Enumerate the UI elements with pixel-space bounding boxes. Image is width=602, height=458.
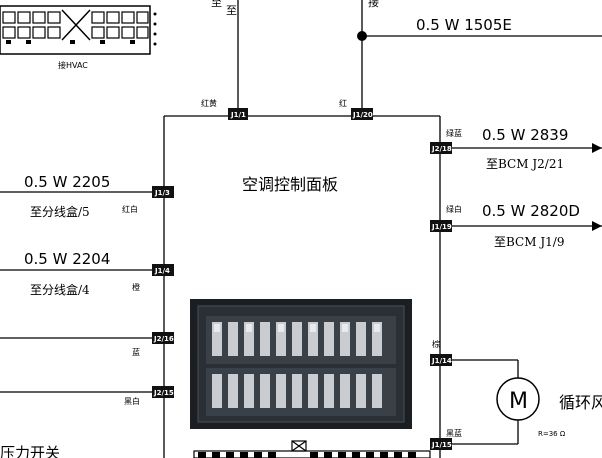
- svg-text:J1/20: J1/20: [352, 111, 373, 119]
- wire-color-j1-3: 红白: [122, 204, 138, 214]
- left-wire-dest-2: 至分线盒/4: [30, 282, 90, 297]
- pin-j2-16: J2/16: [152, 332, 174, 344]
- arrow-heads: [592, 143, 602, 231]
- motor-resistance: R=36 Ω: [538, 430, 566, 438]
- svg-text:J1/1: J1/1: [230, 111, 246, 119]
- left-wire-spec-2: 0.5 W 2204: [24, 250, 110, 268]
- top-wire-spec: 0.5 W 1505E: [416, 16, 512, 34]
- top-partial-label-3: 接: [368, 0, 379, 9]
- wire-color-j2-15: 黑白: [124, 396, 140, 406]
- svg-text:J2/16: J2/16: [153, 335, 174, 343]
- hvac-label: 接HVAC: [58, 60, 88, 70]
- top-partial-label-1: 至: [211, 0, 222, 9]
- svg-text:J1/3: J1/3: [154, 189, 170, 197]
- svg-text:M: M: [509, 389, 528, 414]
- wire-color-j1-19: 绿白: [446, 204, 462, 214]
- motor-label: 循环风: [559, 393, 602, 412]
- wire-color-j1-20: 红: [339, 98, 347, 108]
- pin-j1-3: J1/3: [152, 186, 174, 198]
- pin-j1-19: J1/19: [430, 220, 452, 232]
- right-wire-spec-2: 0.5 W 2820D: [482, 202, 580, 220]
- right-wire-dest-2: 至BCM J1/9: [494, 235, 564, 249]
- left-wire-dest-1: 至分线盒/5: [30, 204, 90, 219]
- pin-j2-15: J2/15: [152, 386, 174, 398]
- svg-text:J1/4: J1/4: [154, 267, 170, 275]
- wire-color-j1-4: 橙: [132, 282, 140, 292]
- svg-text:J2/18: J2/18: [431, 145, 452, 153]
- connector-photo: [190, 299, 412, 429]
- wire-color-j2-18: 绿蓝: [446, 128, 462, 138]
- svg-text:J2/15: J2/15: [153, 389, 174, 397]
- right-wire-dest-1: 至BCM J2/21: [486, 157, 564, 171]
- pin-j1-1: J1/1: [228, 108, 248, 120]
- pin-j1-14: J1/14: [430, 354, 452, 366]
- svg-text:J1/19: J1/19: [431, 223, 452, 231]
- top-partial-label-2: 至: [226, 4, 237, 17]
- wire-color-j1-15: 黑蓝: [446, 428, 462, 438]
- panel-title: 空调控制面板: [242, 175, 338, 194]
- svg-text:J1/14: J1/14: [431, 357, 452, 365]
- svg-text:J1/15: J1/15: [431, 441, 452, 449]
- wire-color-j1-1: 红黄: [201, 98, 217, 108]
- left-wire-spec-1: 0.5 W 2205: [24, 173, 110, 191]
- pin-j1-4: J1/4: [152, 264, 174, 276]
- pin-j1-15: J1/15: [430, 438, 452, 450]
- pin-j1-20: J1/20: [351, 108, 373, 120]
- motor-symbol: M: [496, 377, 540, 421]
- wire-color-j2-16: 蓝: [132, 347, 140, 357]
- pin-j2-18: J2/18: [430, 142, 452, 154]
- pressure-switch-label: 压力开关: [0, 444, 60, 458]
- bottom-connector: [193, 440, 431, 458]
- right-wire-spec-1: 0.5 W 2839: [482, 126, 568, 144]
- wire-color-j1-14: 棕: [432, 339, 440, 349]
- hvac-connector: 接HVAC: [0, 5, 157, 70]
- junction-dot: [357, 31, 367, 41]
